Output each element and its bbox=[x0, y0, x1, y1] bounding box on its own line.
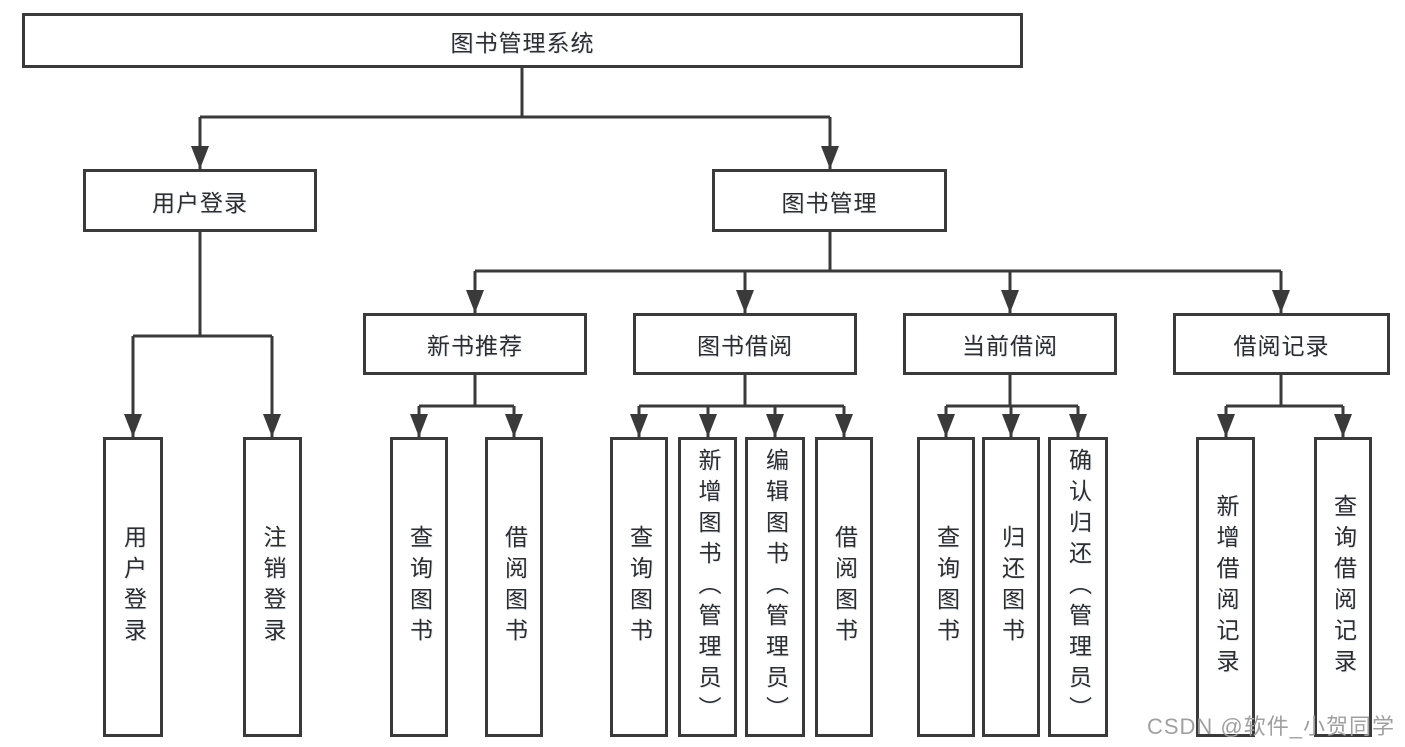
leaf-user-login: 用户登录 bbox=[103, 437, 163, 737]
connector-rails bbox=[133, 68, 1343, 408]
leaf-query-books-current: 查询图书 bbox=[917, 437, 975, 737]
leaf-query-borrow-record: 查询借阅记录 bbox=[1314, 437, 1372, 737]
leaf-add-borrow-record: 新增借阅记录 bbox=[1196, 437, 1255, 737]
leaf-edit-book-admin: 编辑图书（管理员） bbox=[745, 437, 805, 737]
leaf-query-books-borrowing: 查询图书 bbox=[610, 437, 668, 737]
node-library-management-system: 图书管理系统 bbox=[22, 13, 1023, 68]
leaf-return-book: 归还图书 bbox=[982, 437, 1040, 737]
node-new-book-recommend: 新书推荐 bbox=[363, 313, 587, 375]
leaf-borrow-books-borrowing: 借阅图书 bbox=[815, 437, 873, 737]
leaf-logout: 注销登录 bbox=[243, 437, 302, 737]
node-book-management: 图书管理 bbox=[712, 169, 947, 232]
leaf-borrow-books-recommend: 借阅图书 bbox=[485, 437, 543, 737]
node-book-borrowing: 图书借阅 bbox=[633, 313, 857, 375]
leaf-query-books-recommend: 查询图书 bbox=[390, 437, 448, 737]
leaf-add-book-admin: 新增图书（管理员） bbox=[678, 437, 737, 737]
node-current-borrowing: 当前借阅 bbox=[903, 313, 1117, 375]
node-borrowing-records: 借阅记录 bbox=[1173, 313, 1390, 375]
leaf-confirm-return-admin: 确认归还（管理员） bbox=[1048, 437, 1108, 737]
node-user-login: 用户登录 bbox=[83, 169, 317, 232]
watermark-text: CSDN @软件_小贺同学 bbox=[1146, 714, 1395, 739]
